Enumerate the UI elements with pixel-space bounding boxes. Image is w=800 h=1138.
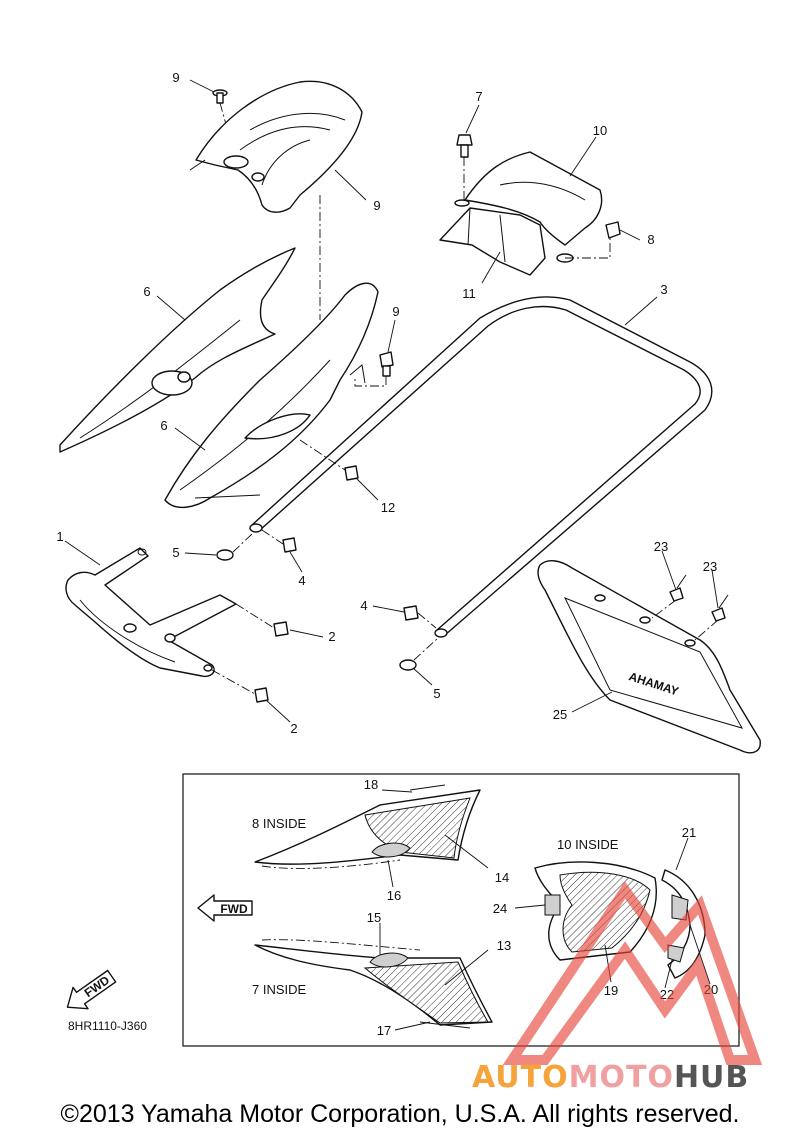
part-5-cap-right [399, 637, 439, 671]
watermark-hub: HUB [674, 1060, 749, 1095]
inset-part-8-inside [254, 784, 481, 869]
callout-7: 6 [160, 418, 167, 433]
callout-20: 18 [364, 777, 378, 792]
callout-5-left: 5 [172, 545, 179, 560]
part-4-bolt-right [403, 605, 437, 629]
label-10-inside: 10 INSIDE [557, 837, 619, 852]
watermark-triangle-icon [502, 881, 763, 1065]
part-13-bracket [439, 207, 574, 276]
part-1-bracket [65, 547, 237, 678]
label-8-inside: 8 INSIDE [252, 816, 307, 831]
fwd-label: FWD [220, 902, 248, 916]
watermark-text: AUTOMOTOHUB [472, 1060, 749, 1095]
diagram-code: 8HR1110-J360 [68, 1019, 147, 1033]
callout-13: 11 [462, 286, 476, 301]
callout-6-right: 23 [703, 559, 717, 574]
callout-9-middle: 9 [392, 304, 399, 319]
callout-19: 17 [377, 1023, 391, 1038]
watermark-moto: MOTO [569, 1060, 674, 1095]
callout-17: 15 [367, 910, 381, 925]
callout-1: 1 [56, 529, 63, 544]
part-2-bolt-upper [235, 603, 289, 637]
part-5-cap-left [216, 533, 253, 561]
callout-11: 9 [172, 70, 179, 85]
inset-frame [182, 773, 740, 1047]
callout-5-right: 5 [433, 686, 440, 701]
callout-14: 12 [381, 500, 395, 515]
callout-6-left: 23 [654, 539, 668, 554]
fwd-arrow-corner: FWD [66, 969, 117, 1010]
part-9-bolt-middle [354, 351, 394, 387]
callout-4-left: 4 [298, 573, 305, 588]
callout-3: 3 [660, 282, 667, 297]
callout-12: 10 [593, 123, 607, 138]
part-2-bolt-lower [211, 669, 269, 703]
callout-2-upper: 2 [328, 629, 335, 644]
callout-9-right: 8 [647, 232, 654, 247]
fwd-arrow-inset: FWD [197, 894, 253, 922]
part-3-grab-bar [249, 296, 713, 638]
callout-9-top: 7 [475, 89, 482, 104]
part-4-bolt-left [261, 529, 297, 553]
part-6-clip-left [651, 574, 687, 619]
part-14-bolt [299, 439, 359, 481]
callout-23-top: 21 [682, 825, 696, 840]
callout-18: 16 [387, 888, 401, 903]
callout-21: 19 [604, 983, 618, 998]
callout-labels: 9 9 7 10 8 11 6 9 3 6 12 1 5 4 2 2 4 5 2… [56, 70, 718, 1038]
callout-8: 6 [143, 284, 150, 299]
callout-2-lower: 2 [290, 721, 297, 736]
inset-part-7-inside [254, 939, 493, 1029]
part-9-bolt-upper [456, 134, 473, 200]
copyright-notice: ©2013 Yamaha Motor Corporation, U.S.A. A… [60, 1100, 740, 1128]
svg-text:AUTOMOTOHUB: AUTOMOTOHUB [472, 1060, 749, 1095]
callout-25: 25 [553, 707, 567, 722]
callout-4-right: 4 [360, 598, 367, 613]
part-8-side-cover [59, 247, 296, 453]
watermark-logo [502, 881, 763, 1065]
callout-24: 24 [493, 901, 507, 916]
watermark-auto: AUTO [472, 1060, 569, 1095]
part-7-side-cover [164, 282, 379, 508]
callout-16: 14 [495, 870, 509, 885]
callout-15: 13 [497, 938, 511, 953]
label-7-inside: 7 INSIDE [252, 982, 307, 997]
part-12-cover [454, 151, 603, 246]
part-25-emblem-plate: YAMAHA [537, 560, 761, 754]
part-9-bolt-right [565, 221, 621, 259]
callout-10: 9 [373, 198, 380, 213]
part-6-clip-right [694, 594, 729, 641]
part-10-seat-cowl [189, 80, 363, 213]
